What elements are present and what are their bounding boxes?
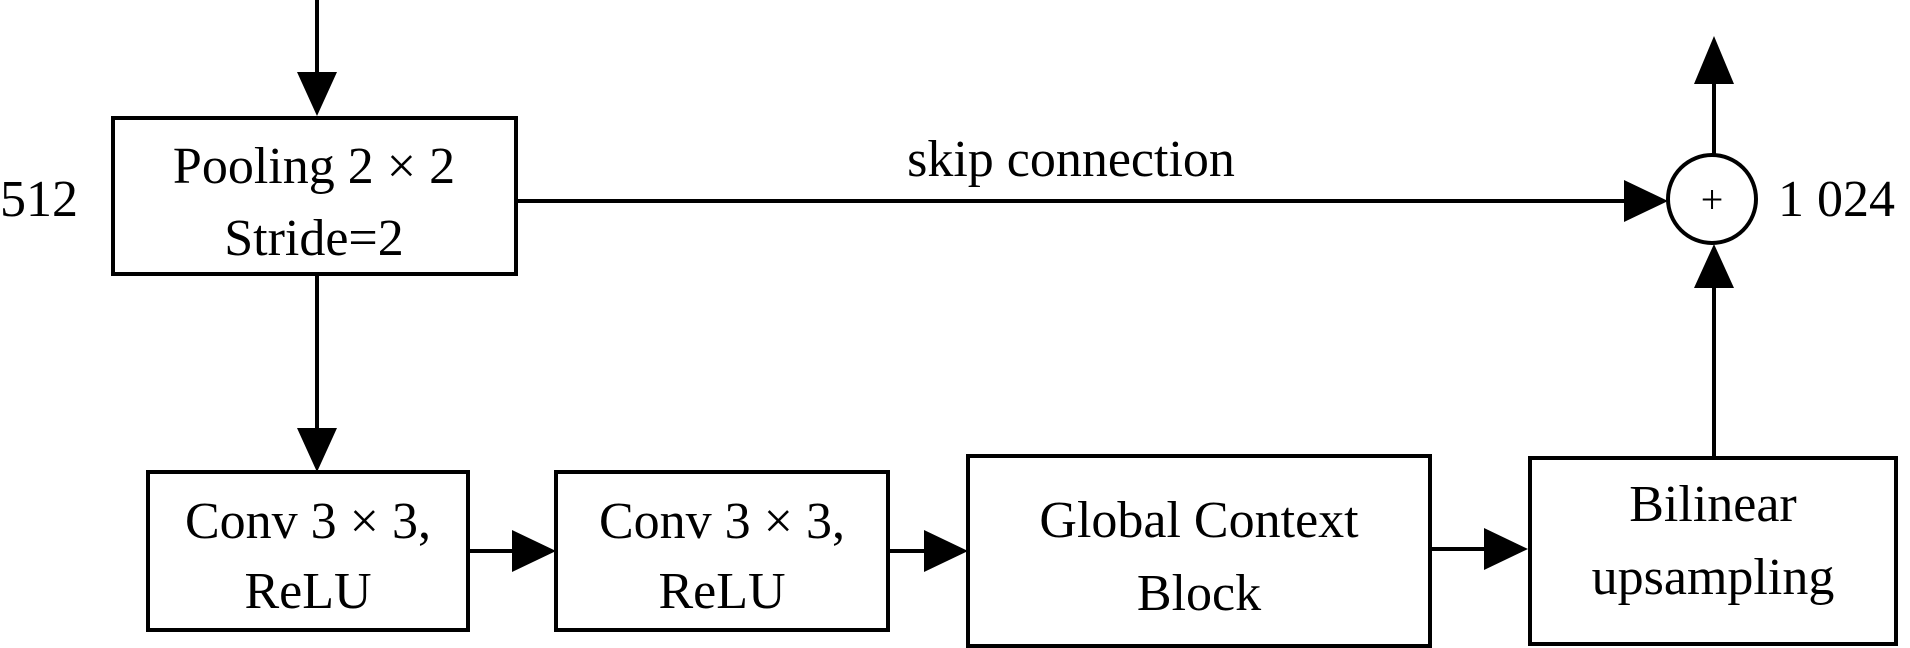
conv1-label-line2: ReLU — [244, 563, 371, 620]
bilinear-upsampling-block: Bilinear upsampling — [1528, 456, 1898, 646]
gcb-label-line2: Block — [1137, 565, 1261, 622]
global-context-block: Global Context Block — [966, 454, 1432, 648]
pooling-label-line2: Stride=2 — [224, 210, 404, 267]
conv2-block: Conv 3 × 3, ReLU — [554, 470, 890, 632]
conv1-block: Conv 3 × 3, ReLU — [146, 470, 470, 632]
conv2-to-gcb-arrow — [888, 530, 968, 572]
gcb-label-line1: Global Context — [1039, 492, 1359, 549]
pooling-to-conv1-arrow — [297, 274, 337, 472]
pooling-block: Pooling 2 × 2 Stride=2 — [111, 116, 518, 276]
output-channels-label: 1 024 — [1778, 171, 1895, 228]
output-arrow — [1694, 36, 1734, 155]
input-channels-label: 512 — [0, 171, 78, 228]
conv1-to-conv2-arrow — [468, 530, 556, 572]
upsampling-label-line1: Bilinear — [1629, 476, 1797, 533]
skip-connection-label: skip connection — [907, 131, 1235, 188]
input-arrow — [297, 0, 337, 116]
conv1-label-line1: Conv 3 × 3, — [185, 493, 431, 550]
upsampling-to-sum-arrow — [1694, 244, 1734, 458]
skip-connection-arrow — [516, 180, 1668, 222]
conv2-label-line2: ReLU — [658, 563, 785, 620]
sum-symbol: + — [1701, 177, 1724, 222]
conv2-label-line1: Conv 3 × 3, — [599, 493, 845, 550]
gcb-to-upsampling-arrow — [1430, 528, 1528, 570]
pooling-label-line1: Pooling 2 × 2 — [173, 138, 455, 195]
sum-node: + — [1666, 153, 1758, 245]
upsampling-label-line2: upsampling — [1592, 549, 1835, 606]
